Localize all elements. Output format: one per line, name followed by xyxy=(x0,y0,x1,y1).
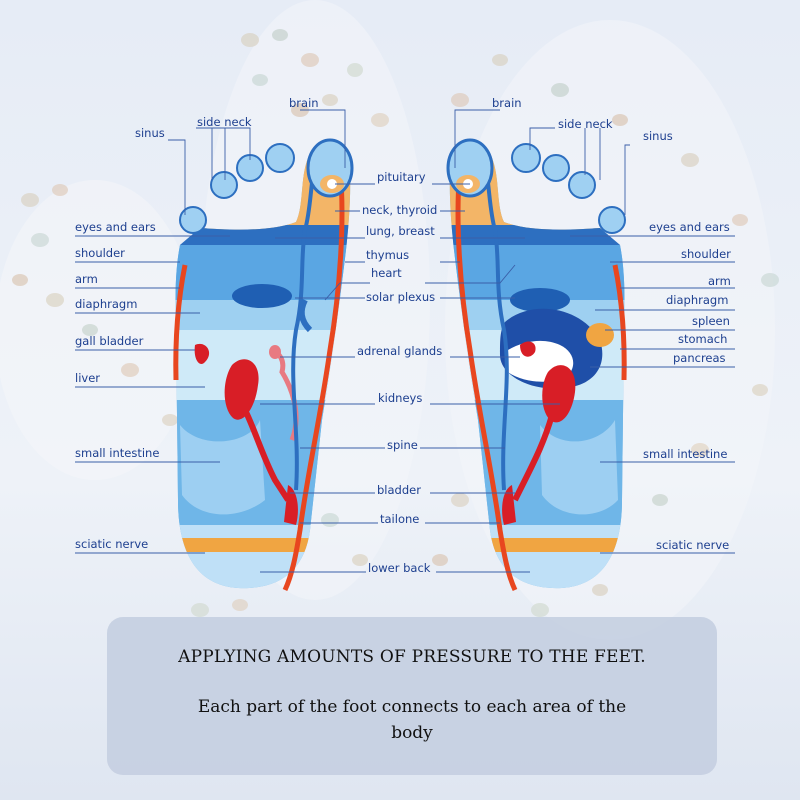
label-tailone: tailone xyxy=(380,512,419,526)
label-left-eyes-ears: eyes and ears xyxy=(75,220,156,234)
center-labels: pituitary neck, thyroid lung, breast thy… xyxy=(357,170,442,575)
caption-title: APPLYING AMOUNTS OF PRESSURE TO THE FEET… xyxy=(178,647,646,667)
label-neck-thyroid: neck, thyroid xyxy=(362,203,437,217)
label-left-diaphragm: diaphragm xyxy=(75,297,137,311)
leader-lines xyxy=(75,109,735,573)
label-right-small-intestine: small intestine xyxy=(643,447,727,461)
label-right-arm: arm xyxy=(708,274,731,288)
label-left-shoulder: shoulder xyxy=(75,246,125,260)
label-right-pancreas: pancreas xyxy=(673,351,726,365)
label-right-stomach: stomach xyxy=(678,332,727,346)
label-left-side-neck: side neck xyxy=(197,115,252,129)
label-heart: heart xyxy=(371,266,402,280)
label-left-sinus: sinus xyxy=(135,126,165,140)
label-left-brain: brain xyxy=(289,96,319,110)
label-left-arm: arm xyxy=(75,272,98,286)
label-left-gall-bladder: gall bladder xyxy=(75,334,144,348)
label-spine: spine xyxy=(387,438,418,452)
caption-body: Each part of the foot connects to each a… xyxy=(197,697,627,743)
caption-card: APPLYING AMOUNTS OF PRESSURE TO THE FEET… xyxy=(107,617,717,775)
label-left-small-intestine: small intestine xyxy=(75,446,159,460)
label-lower-back: lower back xyxy=(368,561,431,575)
label-right-eyes-ears: eyes and ears xyxy=(649,220,730,234)
label-left-sciatic-nerve: sciatic nerve xyxy=(75,537,148,551)
label-right-diaphragm: diaphragm xyxy=(666,293,728,307)
label-right-sinus: sinus xyxy=(643,129,673,143)
label-solar-plexus: solar plexus xyxy=(366,290,435,304)
label-right-brain: brain xyxy=(492,96,522,110)
right-labels: brain side neck sinus eyes and ears shou… xyxy=(492,96,731,552)
label-right-shoulder: shoulder xyxy=(681,247,731,261)
label-right-spleen: spleen xyxy=(692,314,730,328)
left-labels: brain side neck sinus eyes and ears shou… xyxy=(75,96,319,551)
label-pituitary: pituitary xyxy=(377,170,426,184)
label-bladder: bladder xyxy=(377,483,421,497)
label-right-sciatic-nerve: sciatic nerve xyxy=(656,538,729,552)
label-adrenal-glands: adrenal glands xyxy=(357,344,442,358)
label-right-side-neck: side neck xyxy=(558,117,613,131)
label-left-liver: liver xyxy=(75,371,100,385)
label-lung-breast: lung, breast xyxy=(366,224,435,238)
label-thymus: thymus xyxy=(366,248,409,262)
label-kidneys: kidneys xyxy=(378,391,422,405)
